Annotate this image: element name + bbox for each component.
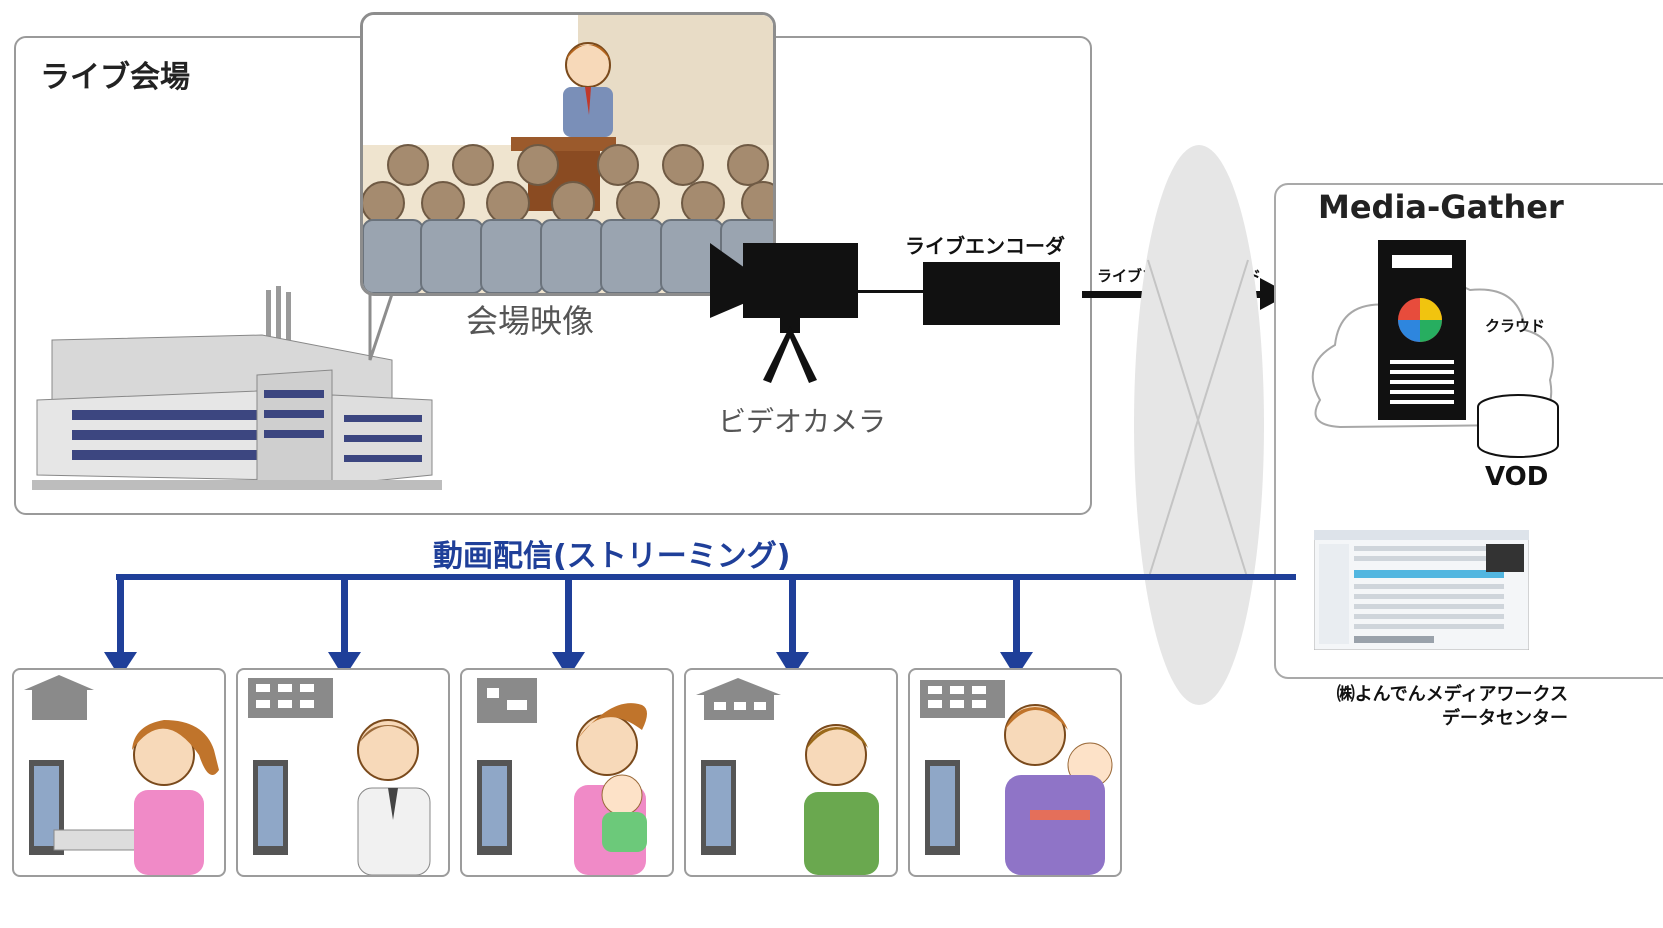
encoder-label: ライブエンコーダ bbox=[905, 234, 1065, 258]
camera-caption: ビデオカメラ bbox=[718, 405, 887, 438]
datacenter-name: データセンター bbox=[1442, 708, 1568, 729]
house-icon bbox=[696, 678, 781, 720]
viewer-panel bbox=[684, 668, 898, 877]
viewer-illustration bbox=[24, 675, 219, 875]
streaming-label: 動画配信(ストリーミング) bbox=[433, 539, 791, 574]
viewer-panel bbox=[908, 668, 1122, 877]
management-screen-thumbnail bbox=[1314, 530, 1529, 650]
viewer-panel bbox=[236, 668, 450, 877]
video-camera-icon bbox=[710, 243, 858, 383]
venue-building-illustration bbox=[32, 286, 442, 490]
vod-label: VOD bbox=[1485, 462, 1549, 492]
cloud-label: クラウド bbox=[1485, 317, 1546, 335]
house-icon bbox=[24, 675, 94, 720]
media-gather-title: Media-Gather bbox=[1318, 188, 1564, 226]
venue-scene-frame bbox=[360, 12, 776, 296]
venue-image-caption: 会場映像 bbox=[466, 302, 595, 340]
lecture-scene-illustration bbox=[363, 15, 773, 293]
live-encoder-box bbox=[923, 262, 1060, 325]
viewer-illustration bbox=[477, 678, 647, 875]
camera-encoder-connector bbox=[858, 290, 924, 293]
datacenter-label: ㈱よんでんメディアワークス データセンター bbox=[1298, 683, 1568, 731]
viewer-panel bbox=[12, 668, 226, 877]
streaming-distribution-lines bbox=[104, 574, 1296, 678]
viewer-illustration bbox=[248, 678, 431, 875]
datacenter-company: ㈱よんでんメディアワークス bbox=[1336, 684, 1568, 705]
viewer-illustration bbox=[920, 680, 1113, 875]
viewer-panel bbox=[460, 668, 674, 877]
venue-title: ライブ会場 bbox=[40, 60, 190, 95]
building-icon bbox=[920, 680, 1005, 718]
viewer-illustration bbox=[696, 678, 879, 875]
cloud-server-illustration bbox=[1311, 240, 1559, 458]
internet-ellipse bbox=[1134, 145, 1264, 705]
